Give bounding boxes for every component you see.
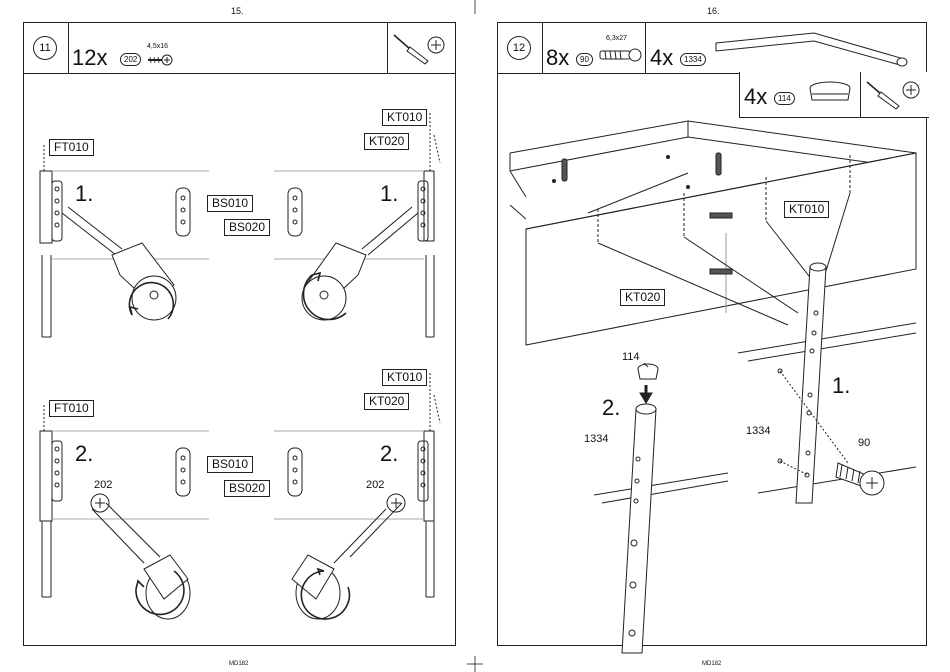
part-ref: 1334 [746,425,770,437]
part-ref: 90 [858,437,870,449]
label-kt020: KT020 [364,393,409,410]
label-kt010: KT010 [784,201,829,218]
part-ref: 114 [622,351,640,363]
part-ref: 1334 [584,433,608,445]
label-kt010: KT010 [382,109,427,126]
part-ref: 202 [94,479,112,491]
instruction-page-right: 12 8x 90 6,3x27 4x 1334 4x 114 [497,22,927,646]
label-kt010: KT010 [382,369,427,386]
instruction-page-left: 11 12x 202 4,5x16 [23,22,456,646]
label-bs010: BS010 [207,456,253,473]
part-ref: 202 [366,479,384,491]
step-mark: 1. [380,183,398,205]
step-mark: 2. [75,443,93,465]
step-mark: 2. [380,443,398,465]
step-mark: 1. [75,183,93,205]
label-bs020: BS020 [224,219,270,236]
label-bs020: BS020 [224,480,270,497]
label-kt020: KT020 [364,133,409,150]
label-bs010: BS010 [207,195,253,212]
label-ft010: FT010 [49,400,94,417]
label-ft010: FT010 [49,139,94,156]
step-mark: 2. [602,397,620,419]
assembly-drawing [498,23,928,647]
step-mark: 1. [832,375,850,397]
label-kt020: KT020 [620,289,665,306]
